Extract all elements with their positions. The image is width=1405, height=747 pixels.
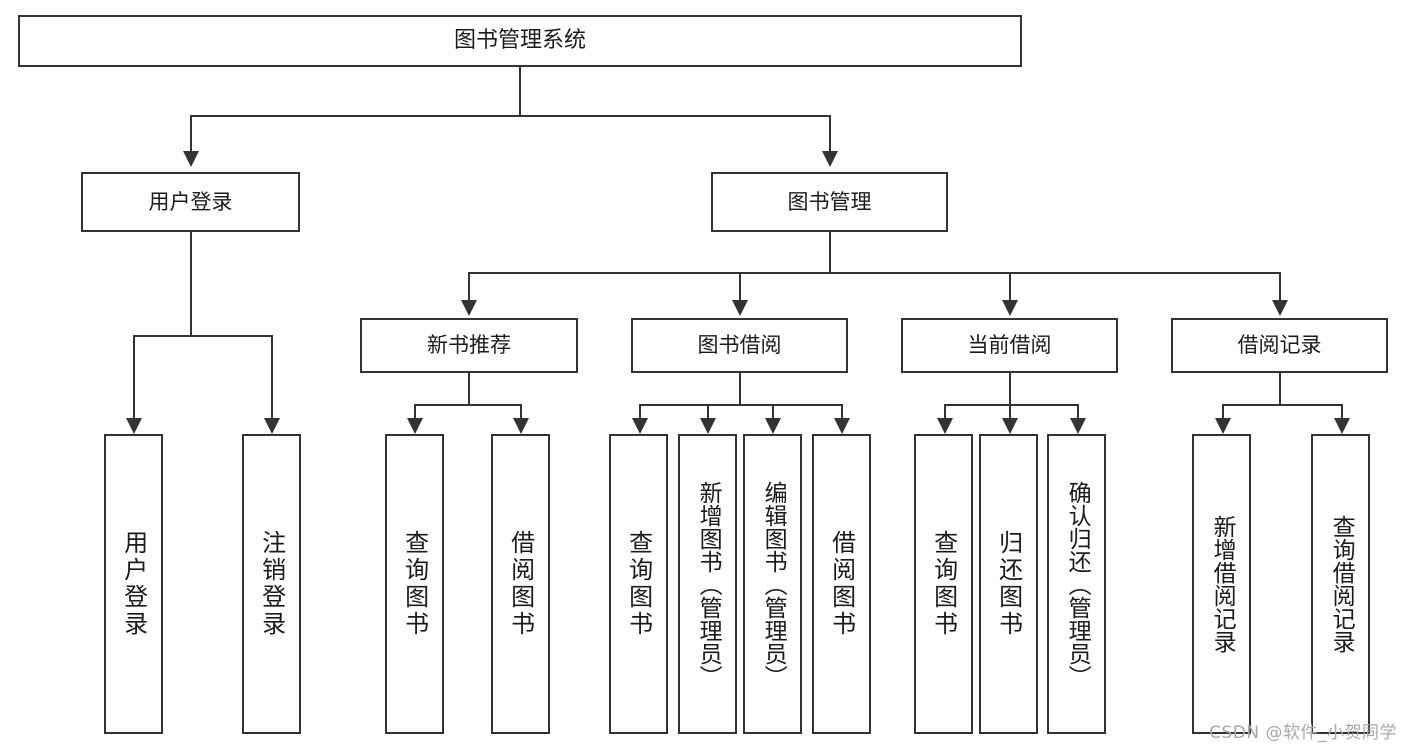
leaf-label: 注销登录 — [257, 530, 286, 638]
connector-to-borrow-record — [1279, 272, 1281, 302]
arrowhead-to-book-management — [822, 151, 838, 167]
connector-borrow-record-stem — [1279, 373, 1281, 405]
connector-borrow-record-child1 — [1222, 404, 1224, 420]
leaf-nbr-query-book[interactable]: 查询图书 — [385, 434, 444, 734]
arrowhead-user-login-child1 — [126, 418, 142, 434]
connector-borrow-record-bus — [1223, 404, 1342, 406]
node-label: 图书管理 — [787, 189, 872, 214]
leaf-cb-confirm-return-admin[interactable]: 确认归还（管理员） — [1047, 434, 1106, 734]
node-label: 图书管理系统 — [453, 28, 586, 54]
node-new-book-recommend[interactable]: 新书推荐 — [360, 318, 578, 373]
leaf-bb-borrow-book[interactable]: 借阅图书 — [812, 434, 871, 734]
arrowhead-nbr-child2 — [513, 418, 529, 434]
leaf-bb-query-book[interactable]: 查询图书 — [609, 434, 668, 734]
connector-current-borrow-child1 — [944, 404, 946, 420]
node-book-borrow[interactable]: 图书借阅 — [631, 318, 848, 373]
connector-current-borrow-child2 — [1009, 404, 1011, 420]
connector-user-login-bus — [134, 335, 273, 337]
connector-to-book-management — [829, 115, 831, 153]
arrowhead-br-child2 — [1334, 418, 1350, 434]
arrowhead-to-book-borrow — [732, 300, 748, 316]
leaf-br-add-record[interactable]: 新增借阅记录 — [1192, 434, 1251, 734]
node-label: 新书推荐 — [427, 333, 511, 358]
leaf-label: 确认归还（管理员） — [1064, 480, 1091, 688]
node-root-book-management-system[interactable]: 图书管理系统 — [18, 15, 1022, 67]
arrowhead-nbr-child1 — [407, 418, 423, 434]
leaf-label: 查询图书 — [929, 530, 958, 638]
connector-to-user-login — [190, 115, 192, 153]
leaf-cb-query-book[interactable]: 查询图书 — [914, 434, 973, 734]
arrowhead-cb-child2 — [1002, 418, 1018, 434]
arrowhead-to-current-borrow — [1002, 300, 1018, 316]
connector-book-borrow-stem — [739, 373, 741, 405]
leaf-label: 归还图书 — [994, 530, 1023, 638]
leaf-cb-return-book[interactable]: 归还图书 — [979, 434, 1038, 734]
leaf-bb-add-book-admin[interactable]: 新增图书（管理员） — [678, 434, 737, 734]
connector-user-login-child2 — [271, 335, 273, 420]
node-user-login[interactable]: 用户登录 — [81, 172, 300, 232]
arrowhead-to-new-book-recommend — [461, 300, 477, 316]
node-current-borrow[interactable]: 当前借阅 — [901, 318, 1118, 373]
connector-new-book-recommend-stem — [468, 373, 470, 405]
leaf-label: 用户登录 — [119, 530, 148, 638]
arrowhead-to-user-login — [183, 151, 199, 167]
leaf-nbr-borrow-book[interactable]: 借阅图书 — [491, 434, 550, 734]
node-label: 图书借阅 — [697, 333, 782, 358]
connector-current-borrow-bus — [945, 404, 1079, 406]
node-label: 用户登录 — [148, 189, 233, 214]
connector-new-book-recommend-child2 — [520, 404, 522, 420]
connector-current-borrow-stem — [1009, 373, 1011, 405]
arrowhead-user-login-child2 — [264, 418, 280, 434]
connector-book-borrow-child1 — [639, 404, 641, 420]
arrowhead-bb-child2 — [700, 418, 716, 434]
connector-new-book-recommend-bus — [415, 404, 522, 406]
connector-to-current-borrow — [1009, 272, 1011, 302]
connector-borrow-record-child2 — [1341, 404, 1343, 420]
connector-current-borrow-child3 — [1077, 404, 1079, 420]
connector-book-borrow-child2 — [707, 404, 709, 420]
watermark-text: CSDN @软件_小贺同学 — [1209, 723, 1397, 743]
leaf-label: 新增图书（管理员） — [695, 480, 722, 688]
connector-user-login-child1 — [133, 335, 135, 420]
leaf-label: 借阅图书 — [827, 530, 856, 638]
arrowhead-br-child1 — [1215, 418, 1231, 434]
leaf-user-login-login[interactable]: 用户登录 — [104, 434, 163, 734]
leaf-label: 借阅图书 — [506, 530, 535, 638]
connector-level2-bus — [191, 115, 830, 117]
connector-level3-bus — [469, 272, 1281, 274]
leaf-user-login-logout[interactable]: 注销登录 — [242, 434, 301, 734]
leaf-label: 查询图书 — [400, 530, 429, 638]
leaf-bb-edit-book-admin[interactable]: 编辑图书（管理员） — [743, 434, 802, 734]
connector-to-book-borrow — [739, 272, 741, 302]
node-borrow-record[interactable]: 借阅记录 — [1171, 318, 1388, 373]
leaf-label: 新增借阅记录 — [1209, 515, 1236, 653]
connector-to-new-book-recommend — [468, 272, 470, 302]
connector-user-login-stem — [190, 232, 192, 336]
leaf-label: 查询借阅记录 — [1328, 515, 1355, 653]
arrowhead-cb-child3 — [1070, 418, 1086, 434]
connector-book-borrow-bus — [640, 404, 843, 406]
arrowhead-bb-child1 — [632, 418, 648, 434]
arrowhead-to-borrow-record — [1272, 300, 1288, 316]
connector-root-stem — [519, 67, 521, 116]
leaf-label: 编辑图书（管理员） — [760, 480, 787, 688]
node-book-management[interactable]: 图书管理 — [711, 172, 948, 232]
node-label: 当前借阅 — [967, 333, 1052, 358]
leaf-br-query-record[interactable]: 查询借阅记录 — [1311, 434, 1370, 734]
leaf-label: 查询图书 — [624, 530, 653, 638]
connector-book-borrow-child3 — [772, 404, 774, 420]
arrowhead-cb-child1 — [937, 418, 953, 434]
connector-new-book-recommend-child1 — [414, 404, 416, 420]
arrowhead-bb-child3 — [765, 418, 781, 434]
connector-book-borrow-child4 — [841, 404, 843, 420]
connector-book-management-stem — [829, 232, 831, 274]
node-label: 借阅记录 — [1237, 333, 1322, 358]
arrowhead-bb-child4 — [834, 418, 850, 434]
